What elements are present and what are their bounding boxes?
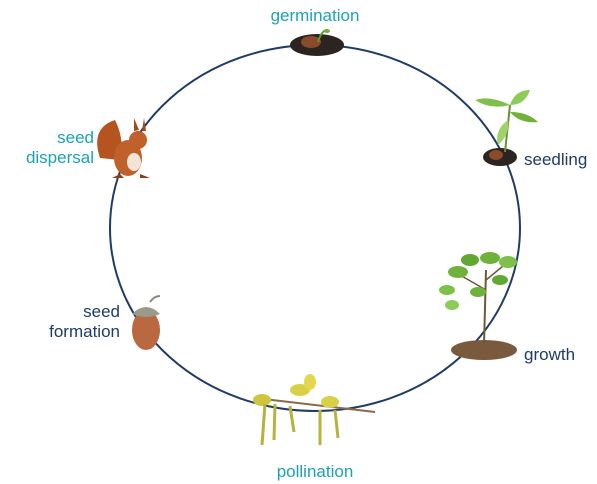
- stage-label-germination: germination: [250, 6, 380, 26]
- stage-label-pollination: pollination: [255, 462, 375, 482]
- pollination-illustration: [253, 374, 375, 445]
- stage-label-growth: growth: [524, 345, 594, 365]
- seed-formation-illustration: [132, 296, 160, 350]
- stage-label-seed-formation: seed formation: [38, 302, 120, 342]
- stage-label-seedling: seedling: [524, 150, 596, 170]
- stage-label-seed-dispersal: seed dispersal: [20, 128, 94, 168]
- seed-dispersal-illustration: [97, 118, 150, 178]
- growth-illustration: [439, 252, 517, 360]
- germination-illustration: [290, 29, 344, 56]
